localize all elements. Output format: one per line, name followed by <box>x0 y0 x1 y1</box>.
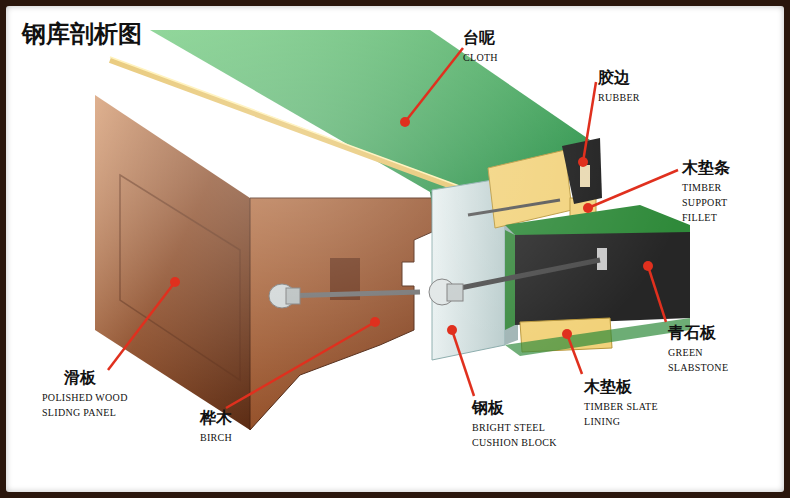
part-name: 胶边 <box>598 68 630 89</box>
part-name: 青石板 <box>668 323 716 344</box>
part-name-english: TIMBER SLATE LINING <box>584 399 664 429</box>
part-name-english: GREEN SLABSTONE <box>668 345 758 375</box>
leader-lines <box>108 48 678 408</box>
diagram-title: 钢库剖析图 <box>22 18 142 50</box>
part-name: 钢板 <box>472 398 504 419</box>
part-name: 滑板 <box>64 368 96 389</box>
part-name-english: CLOTH <box>463 50 553 65</box>
part-name: 台呢 <box>463 28 495 49</box>
part-name-english: RUBBER <box>598 90 678 105</box>
part-name: 桦木 <box>200 408 232 429</box>
part-name-english: TIMBER SUPPORT FILLET <box>682 180 757 225</box>
part-name-english: BRIGHT STEEL CUSHION BLOCK <box>472 420 582 450</box>
part-name-english: POLISHED WOOD SLIDNG PANEL <box>42 390 134 420</box>
part-name: 木垫条 <box>682 158 730 179</box>
part-name-english: BIRCH <box>200 430 260 445</box>
part-name: 木垫板 <box>584 377 632 398</box>
